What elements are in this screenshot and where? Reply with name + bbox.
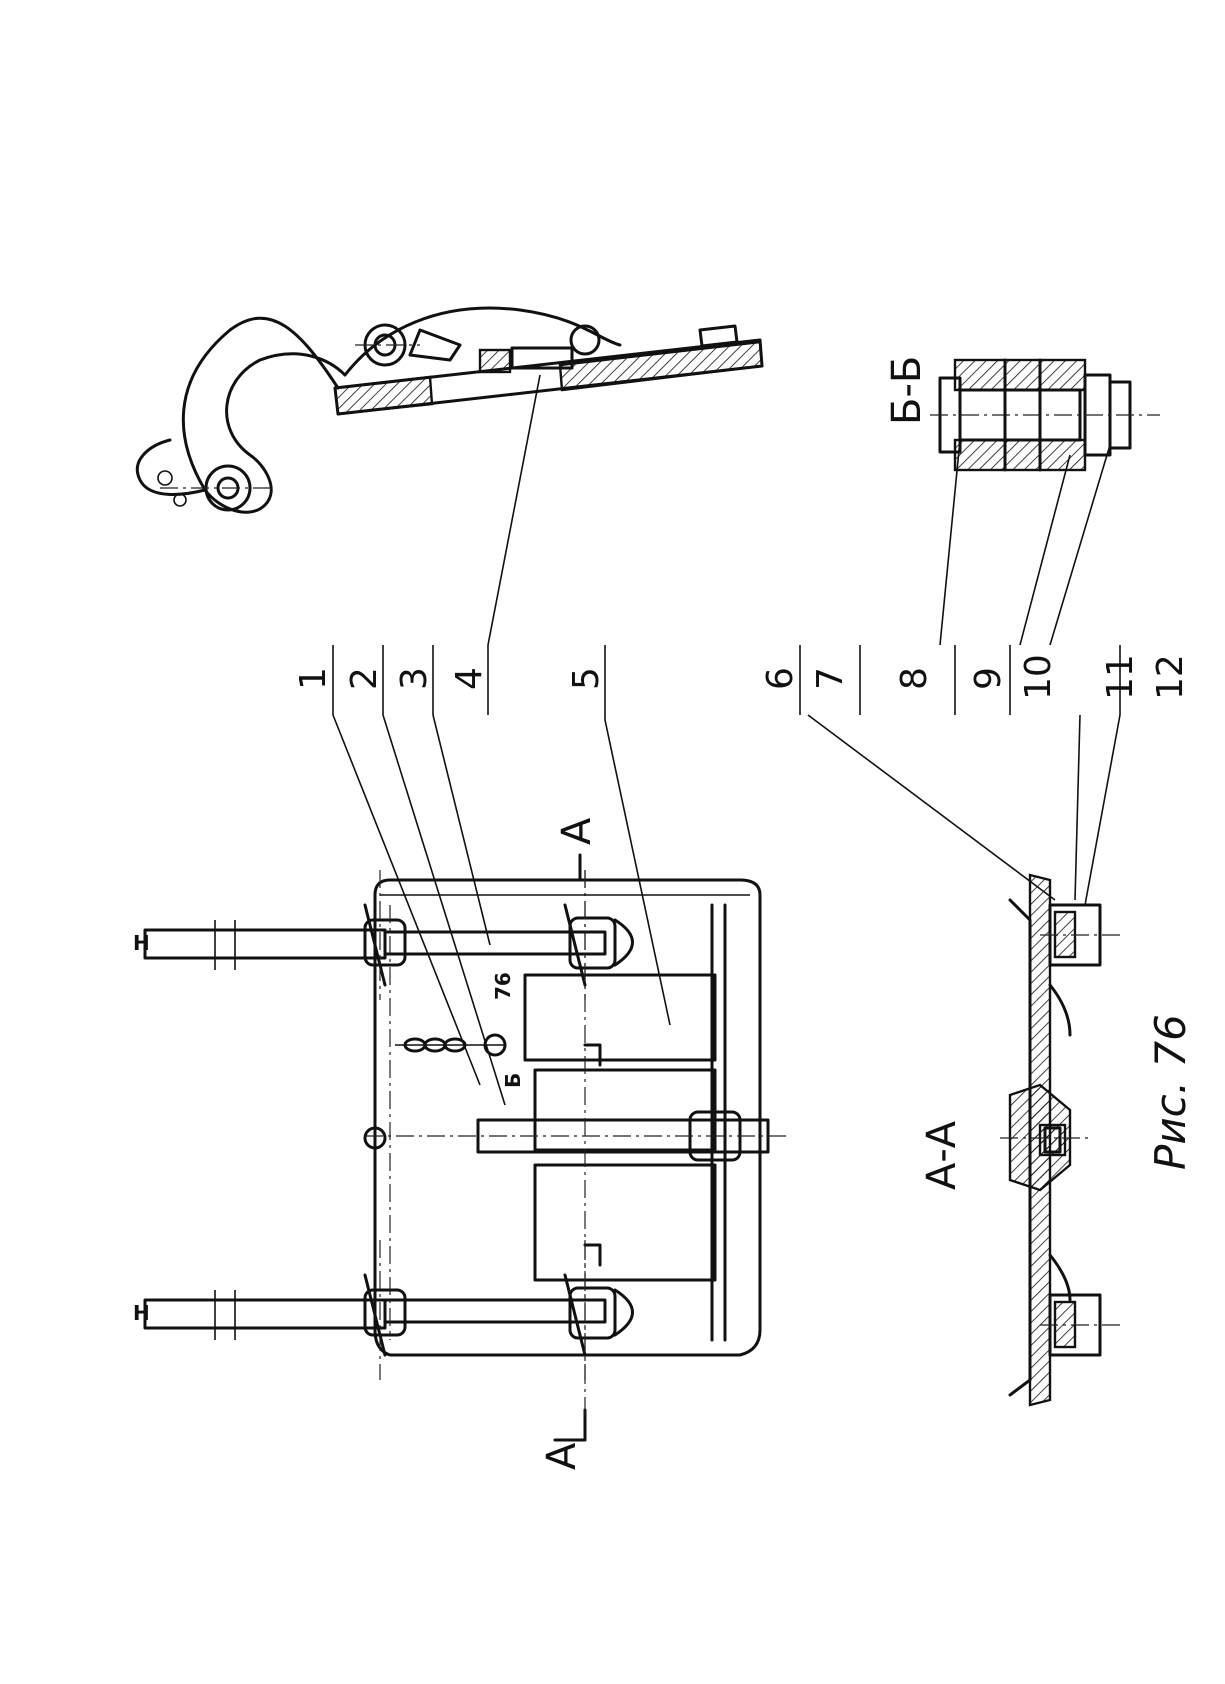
callout-5: 5 bbox=[566, 667, 607, 690]
link-assembly-top: H bbox=[133, 870, 633, 1000]
callout-1: 1 bbox=[293, 667, 334, 690]
section-b-b-label: Б-Б bbox=[884, 356, 930, 425]
label-76: 76 bbox=[491, 972, 515, 1000]
plan-view: H H bbox=[133, 870, 790, 1380]
callout-11: 11 bbox=[1100, 654, 1141, 700]
cut-marker-a-left: А bbox=[539, 1442, 585, 1470]
section-a-a-label: А-А bbox=[919, 1120, 965, 1190]
callout-12: 12 bbox=[1150, 654, 1191, 700]
cut-marker-a-right: А bbox=[554, 817, 600, 845]
callout-9: 9 bbox=[968, 667, 1009, 690]
svg-text:H: H bbox=[133, 1301, 150, 1325]
svg-text:H: H bbox=[133, 931, 150, 955]
callout-4: 4 bbox=[449, 667, 490, 690]
callout-3: 3 bbox=[394, 667, 435, 690]
callout-10: 10 bbox=[1018, 654, 1059, 700]
figure-caption: Рис. 76 bbox=[1146, 1014, 1195, 1170]
callout-6: 6 bbox=[760, 667, 801, 690]
callout-2: 2 bbox=[344, 667, 385, 690]
link-assembly-bottom: H bbox=[133, 1240, 633, 1380]
hook-lever-side-view bbox=[137, 308, 762, 512]
callout-8: 8 bbox=[894, 667, 935, 690]
callout-7: 7 bbox=[810, 667, 851, 690]
section-a-a bbox=[1000, 875, 1120, 1405]
section-b-b-bolt bbox=[930, 360, 1160, 470]
label-b: Б bbox=[501, 1073, 525, 1088]
